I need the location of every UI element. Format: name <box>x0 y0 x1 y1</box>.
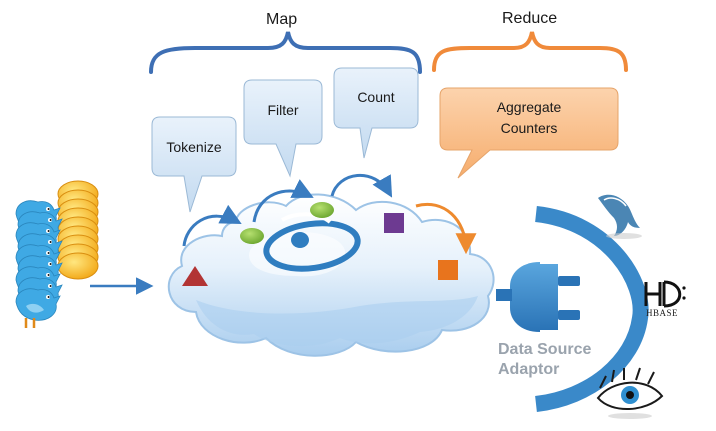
filter-label: Filter <box>267 102 299 118</box>
hbase-logo-icon <box>644 280 686 308</box>
adaptor-arc <box>534 206 649 412</box>
reduce-arrow <box>415 202 477 255</box>
adaptor-label-line-1: Data Source <box>498 341 592 358</box>
token-orange-square <box>438 260 458 280</box>
token-purple-square <box>384 213 404 233</box>
bird-feet <box>24 318 36 328</box>
count-label: Count <box>357 89 395 105</box>
map-title: Map <box>266 11 298 28</box>
token-green-2 <box>310 202 334 218</box>
token-green-1 <box>240 228 264 244</box>
aggregate-label-line-1: Aggregate <box>496 99 562 115</box>
twitter-bird-stack-icon <box>15 180 99 328</box>
aggregate-label-line-2: Counters <box>500 120 558 136</box>
adaptor-label: Data Source Adaptor <box>498 340 591 380</box>
flow-arrow-2 <box>252 179 314 223</box>
filter-bubble <box>243 79 323 178</box>
reduce-title: Reduce <box>502 10 558 27</box>
dolphin-icon <box>598 194 642 239</box>
aggregate-bubble <box>439 87 619 179</box>
flow-arrow-3 <box>330 174 393 198</box>
flow-arrow-1 <box>182 204 242 247</box>
plug-icon <box>496 262 580 332</box>
hbase-label: HBASE <box>646 308 679 318</box>
map-brace <box>149 31 422 74</box>
adaptor-label-line-2: Adaptor <box>498 361 560 378</box>
tokenize-bubble <box>151 116 237 213</box>
twitter-bird-icon <box>15 288 61 321</box>
aggregate-label: Aggregate Counters <box>440 97 618 139</box>
tokenize-label: Tokenize <box>166 139 222 155</box>
reduce-brace <box>432 31 628 72</box>
eye-icon <box>596 367 664 419</box>
count-bubble <box>333 67 419 159</box>
raw-token-triangle <box>182 266 208 286</box>
coin <box>57 252 99 280</box>
engine-logo-icon <box>263 212 361 272</box>
